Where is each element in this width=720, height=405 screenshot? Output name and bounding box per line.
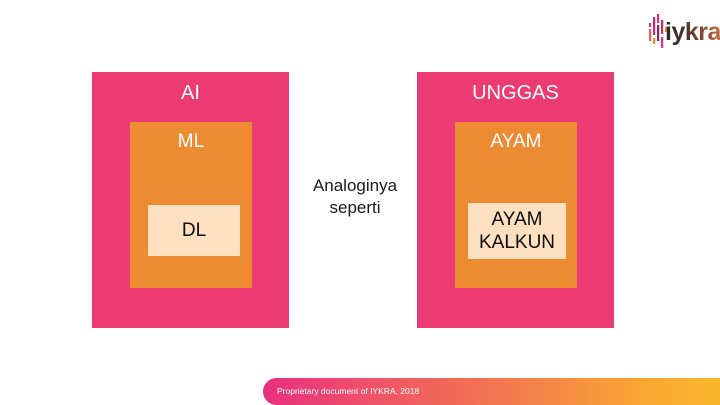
footer-copyright-text: Proprietary document of IYKRA, 2018 <box>277 386 420 396</box>
diagram-group-ai: AI ML DL <box>92 72 289 328</box>
label-ayam: AYAM <box>490 131 542 152</box>
label-ai: AI <box>181 82 200 104</box>
footer-bar: Proprietary document of IYKRA, 2018 <box>263 378 720 405</box>
iykra-bars-mark-icon <box>649 14 668 48</box>
iykra-logo: iykra <box>648 13 720 51</box>
diagram-box-dl: DL <box>148 205 240 256</box>
connector-line-1: Analoginya <box>312 176 398 195</box>
diagram-box-ayam-kalkun: AYAM KALKUN <box>468 203 566 259</box>
label-dl: DL <box>181 220 207 241</box>
diagram-group-unggas: UNGGAS AYAM AYAM KALKUN <box>417 72 614 328</box>
diagram-box-ml: ML DL <box>130 122 252 288</box>
connector-text: Analoginya seperti <box>300 175 410 219</box>
connector-line-2: seperti <box>329 198 381 217</box>
label-ayam-kalkun-line-2: KALKUN <box>478 232 556 253</box>
diagram-box-ayam: AYAM AYAM KALKUN <box>455 122 577 288</box>
iykra-wordmark: iykra <box>665 18 720 46</box>
label-ayam-kalkun-line-1: AYAM <box>491 209 543 230</box>
label-unggas: UNGGAS <box>472 82 559 104</box>
label-ayam-kalkun: AYAM KALKUN <box>479 208 555 254</box>
label-ml: ML <box>177 131 205 152</box>
